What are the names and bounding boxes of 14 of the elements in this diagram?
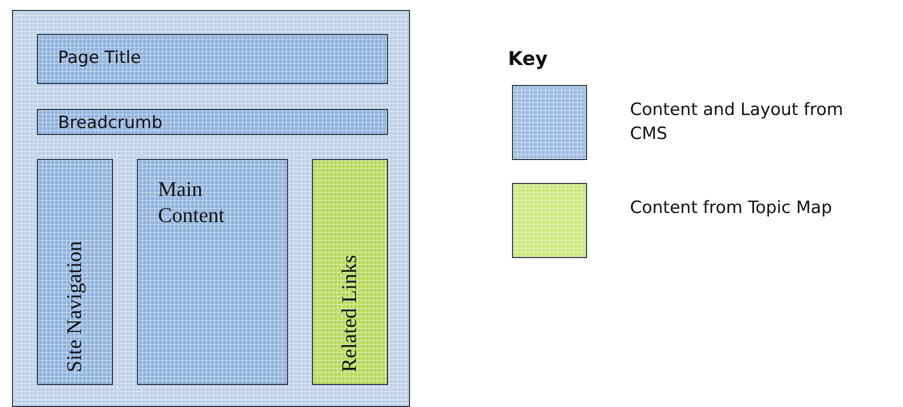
panel-label: Related Links xyxy=(337,254,362,372)
column-panel xyxy=(37,159,113,385)
layout-panel xyxy=(37,34,388,84)
legend-title: Key xyxy=(508,48,548,70)
panel-label: Page Title xyxy=(58,48,141,68)
panel-label: Main Content xyxy=(158,176,226,228)
column-panel xyxy=(312,159,388,385)
panel-label: Breadcrumb xyxy=(58,113,162,133)
panel-label: Site Navigation xyxy=(62,240,87,372)
legend-label: Content and Layout from CMS xyxy=(630,99,844,146)
page-frame xyxy=(12,10,410,407)
layout-panel xyxy=(37,109,388,135)
layout-panel xyxy=(137,159,288,385)
legend-label: Content from Topic Map xyxy=(630,197,834,220)
